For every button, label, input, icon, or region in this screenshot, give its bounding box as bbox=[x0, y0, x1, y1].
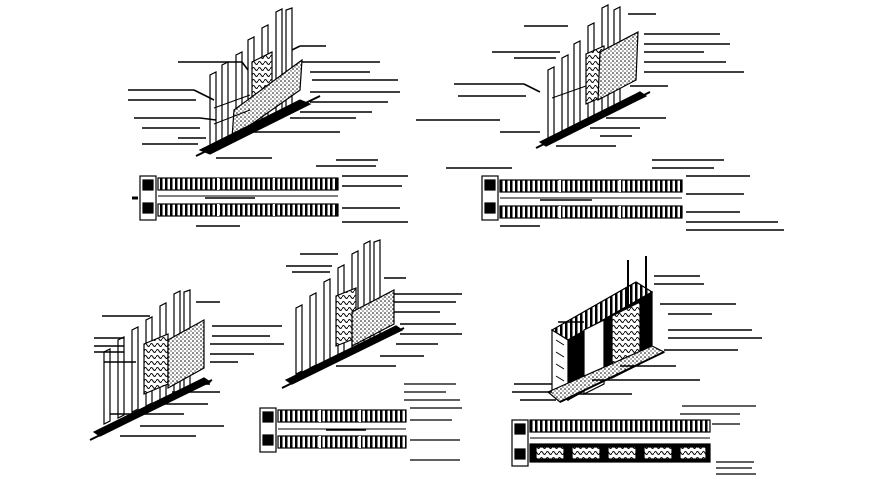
detail-4-leaders bbox=[286, 253, 462, 367]
detail-2-plan bbox=[446, 159, 784, 231]
detail-3-isometric bbox=[89, 289, 213, 441]
detail-1-leaders bbox=[128, 45, 400, 159]
detail-5-plan bbox=[511, 405, 756, 475]
detail-5-isometric bbox=[546, 256, 666, 403]
detail-4-plan bbox=[259, 383, 462, 461]
detail-1-isometric bbox=[195, 7, 321, 157]
detail-1-plan bbox=[132, 159, 408, 227]
detail-2-isometric bbox=[535, 4, 651, 149]
detail-3-leaders bbox=[94, 301, 284, 437]
detail-5-leaders bbox=[512, 275, 762, 401]
detail-4-isometric bbox=[281, 239, 405, 389]
detail-2-leaders bbox=[416, 13, 744, 147]
